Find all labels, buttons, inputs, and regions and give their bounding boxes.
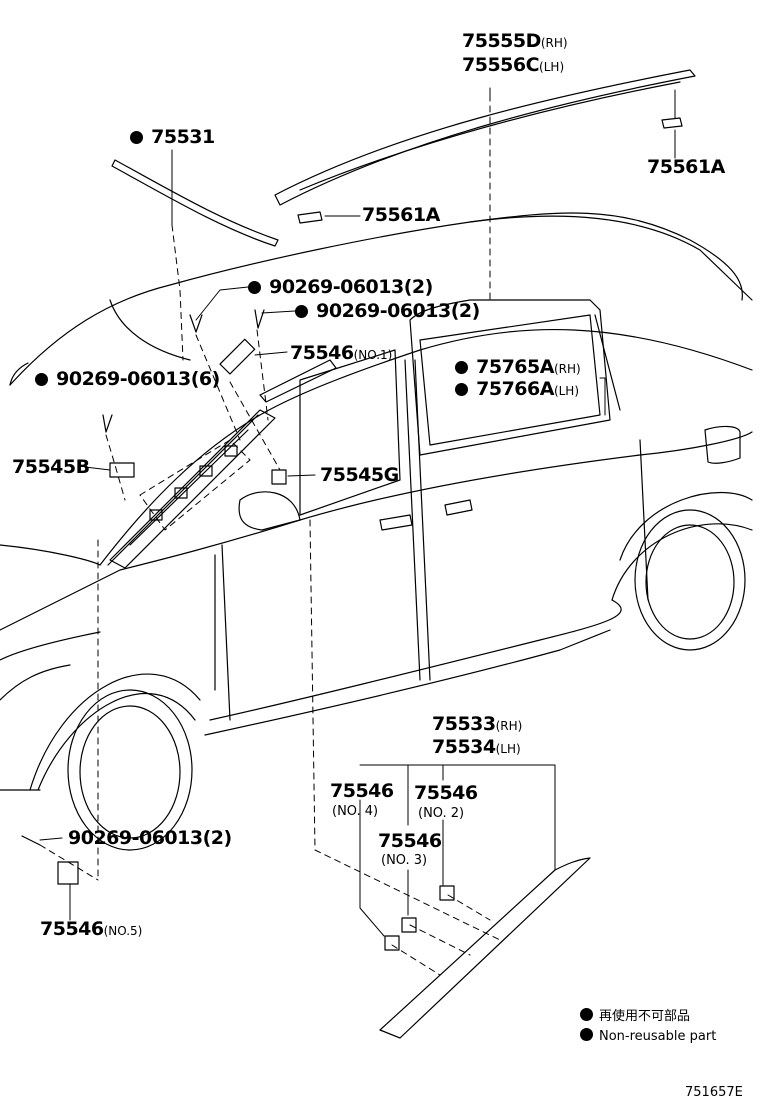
label-clip-75546-no2: 75546 — [414, 784, 478, 803]
part-number: 75561A — [362, 204, 440, 226]
part-number: 75533 — [432, 713, 496, 735]
part-qty: (6) — [190, 368, 221, 390]
part-number: 90269-06013 — [269, 276, 404, 298]
part-number: 75545G — [320, 464, 399, 486]
label-roof-molding-rh: 75555D(RH) — [462, 32, 568, 51]
part-number: 75546 — [330, 780, 394, 802]
label-clip-75546-no3-sub: (NO. 3) — [381, 854, 427, 867]
part-sub: (NO.5) — [103, 924, 143, 938]
legend-en-text: Non-reusable part — [599, 1029, 717, 1044]
vehicle-body-outline — [0, 69, 753, 1039]
part-number: 75561A — [647, 156, 725, 178]
part-sub: (NO. 4) — [332, 804, 379, 819]
part-number: 75546 — [40, 918, 104, 940]
legend-dot-icon — [580, 1029, 599, 1044]
part-qty: (2) — [202, 827, 233, 849]
label-clip-75546-no2-sub: (NO. 2) — [418, 807, 464, 820]
label-clip-75545b: 75545B — [12, 458, 90, 477]
label-rocker-molding-rh: 75533(RH) — [432, 715, 522, 734]
part-sub: (NO. 3) — [381, 853, 428, 868]
label-clip-75561a-front: 75561A — [362, 206, 440, 225]
drawing-reference: 751657E — [685, 1086, 743, 1099]
part-side: (RH) — [495, 719, 523, 733]
part-number: 90269-06013 — [68, 827, 203, 849]
label-roof-molding-lh: 75556C(LH) — [462, 56, 564, 75]
part-number: 75766A — [476, 378, 554, 400]
label-windshield-molding: 75531 — [130, 128, 215, 147]
part-number: 75546 — [414, 782, 478, 804]
part-number: 75546 — [378, 830, 442, 852]
part-number: 75546 — [290, 342, 354, 364]
label-clip-75545g: 75545G — [320, 466, 399, 485]
part-number: 75765A — [476, 356, 554, 378]
label-clip-75546-no4: 75546 — [330, 782, 394, 801]
part-qty: (2) — [403, 276, 434, 298]
leader-lines — [39, 87, 676, 937]
part-number: 90269-06013 — [56, 368, 191, 390]
label-screw-b: 90269-06013(2) — [295, 302, 480, 321]
part-number: 75531 — [151, 126, 215, 148]
legend-jp: 再使用不可部品 — [580, 1008, 690, 1023]
part-side: (RH) — [540, 36, 568, 50]
label-clip-75546-no5: 75546(NO.5) — [40, 920, 142, 939]
part-number: 90269-06013 — [316, 300, 451, 322]
label-screw-d: 90269-06013(2) — [68, 829, 232, 848]
label-screw-a: 90269-06013(2) — [248, 278, 433, 297]
part-number: 75555D — [462, 30, 541, 52]
label-rocker-molding-lh: 75534(LH) — [432, 738, 521, 757]
part-sub: (NO. 2) — [418, 806, 465, 821]
legend-dot-icon — [580, 1009, 599, 1024]
label-screw-c: 90269-06013(6) — [35, 370, 220, 389]
part-side: (LH) — [539, 60, 565, 74]
drawing-ref-text: 751657E — [685, 1085, 743, 1100]
part-side: (LH) — [495, 742, 521, 756]
label-clip-75546-no1: 75546(NO.1) — [290, 344, 392, 363]
part-number: 75534 — [432, 736, 496, 758]
part-qty: (2) — [450, 300, 481, 322]
part-side: (RH) — [553, 362, 581, 376]
legend-jp-text: 再使用不可部品 — [599, 1009, 691, 1024]
label-clip-75546-no4-sub: (NO. 4) — [332, 805, 378, 818]
legend-en: Non-reusable part — [580, 1028, 716, 1043]
label-clip-75546-no3: 75546 — [378, 832, 442, 851]
label-window-molding-rh: 75765A(RH) — [455, 358, 581, 377]
part-number: 75545B — [12, 456, 90, 478]
label-window-molding-lh: 75766A(LH) — [455, 380, 579, 399]
part-side: (LH) — [553, 384, 580, 398]
label-clip-75561a-rear: 75561A — [647, 158, 725, 177]
part-sub: (NO.1) — [353, 348, 393, 362]
part-number: 75556C — [462, 54, 540, 76]
